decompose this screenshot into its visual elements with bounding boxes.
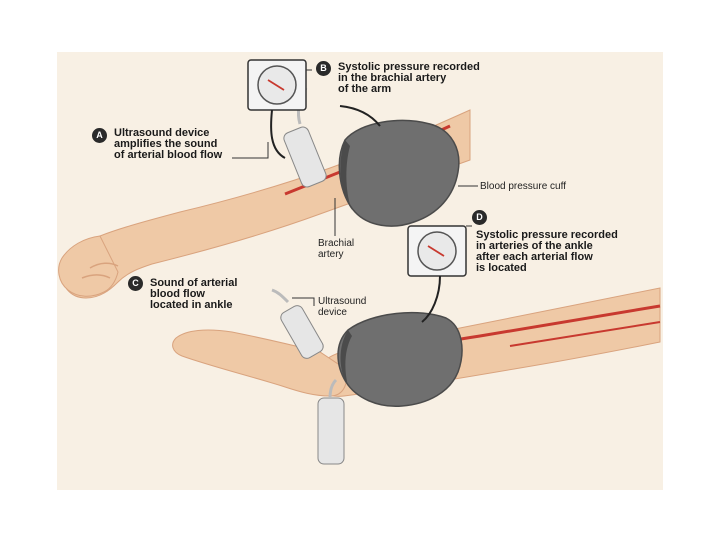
step-d-line-4: is located [476,262,527,274]
step-d-line-3: after each arterial flow [476,251,593,263]
diagram-panel [57,52,663,490]
ultrasound-device-callout: Ultrasound device [318,296,366,318]
step-d-line-2: in arteries of the ankle [476,240,593,252]
step-a-line-3: of arterial blood flow [114,149,223,161]
cuff-callout: Blood pressure cuff [480,181,566,192]
leg-ultrasound-probe [271,288,324,359]
step-c-line-3: located in ankle [150,299,233,311]
step-c-label: Sound of arterial blood flow located in … [150,278,237,311]
ultrasound-callout-line-1: Ultrasound [318,296,367,307]
step-b-line-1: Systolic pressure recorded [338,61,480,73]
step-d-badge: D [472,210,487,225]
ankle-ultrasound-probe [317,378,345,465]
step-a-label: Ultrasound device amplifies the sound of… [114,128,222,161]
step-c-line-1: Sound of arterial [150,277,238,289]
step-d-line-1: Systolic pressure recorded [476,229,618,241]
arm-cuff-fold [340,140,352,210]
step-c-badge: C [128,276,143,291]
step-a-line-1: Ultrasound device [114,127,210,139]
leg-artery-2 [509,321,661,347]
cuff-callout-line-1: Blood pressure cuff [480,181,566,192]
arm-cuff-hose [339,105,381,127]
brachial-callout-line-1: Brachial [318,238,355,249]
step-b-badge: B [316,61,331,76]
leg-gauge-tube [421,275,441,323]
step-b-line-3: of the arm [338,83,392,95]
leader-ultrasound [292,297,315,306]
step-a-line-2: amplifies the sound [114,138,218,150]
step-a-badge: A [92,128,107,143]
arm-gauge-tube [270,109,286,159]
arm-gauge [247,59,307,111]
step-b-line-2: in the brachial artery [338,72,447,84]
brachial-callout-line-2: artery [318,249,344,260]
ultrasound-callout-line-2: device [318,307,347,318]
leg-gauge [407,225,467,277]
leader-a [232,142,269,159]
brachial-artery-callout: Brachial artery [318,238,354,260]
arm-crease [81,262,119,279]
step-c-line-2: blood flow [150,288,205,300]
step-b-label: Systolic pressure recorded in the brachi… [338,62,480,95]
step-d-label: Systolic pressure recorded in arteries o… [476,230,618,274]
leg-cuff-fold [340,330,352,386]
hand [58,235,119,297]
